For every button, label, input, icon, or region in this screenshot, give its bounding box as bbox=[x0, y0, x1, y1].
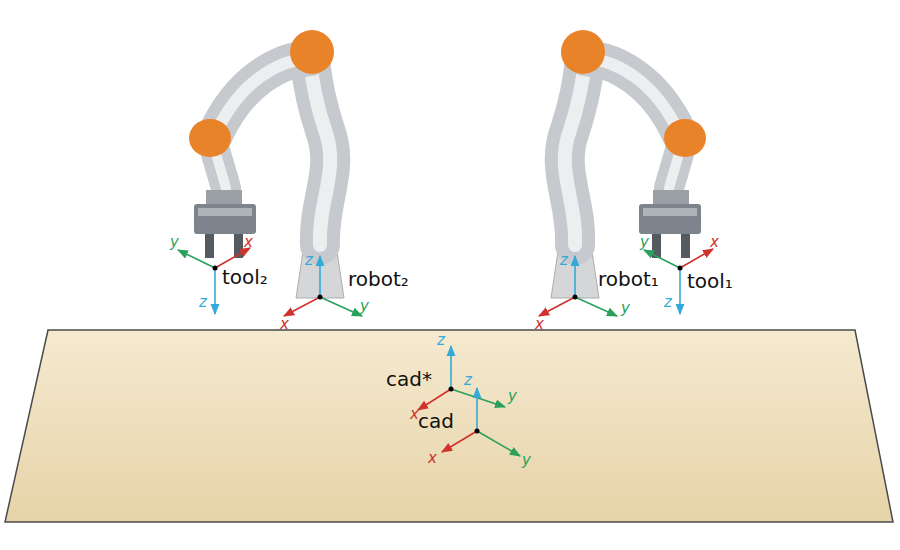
robot-arm bbox=[551, 30, 706, 298]
axis-label: z bbox=[560, 252, 568, 269]
axis-label: z bbox=[305, 252, 313, 269]
axis-label: x bbox=[280, 316, 289, 333]
axis-label: x bbox=[535, 316, 544, 333]
frame-label: tool₁ bbox=[687, 270, 733, 292]
table bbox=[5, 330, 893, 522]
axis-label: x bbox=[410, 406, 419, 423]
axis-label: x bbox=[244, 234, 253, 251]
axis-label: y bbox=[621, 300, 630, 317]
axis-label: z bbox=[464, 372, 472, 389]
axis-label: x bbox=[710, 234, 719, 251]
axis-label: y bbox=[640, 234, 649, 251]
axis-label: y bbox=[170, 234, 179, 251]
frame-label: cad bbox=[418, 410, 454, 432]
axis-label: y bbox=[360, 298, 369, 315]
axis-label: y bbox=[522, 452, 531, 469]
frame-label: robot₁ bbox=[598, 268, 659, 290]
frame-label: robot₂ bbox=[348, 268, 409, 290]
axis-label: z bbox=[664, 294, 672, 311]
robot-arm bbox=[189, 30, 344, 298]
frame-label: tool₂ bbox=[222, 266, 268, 288]
axis-label: x bbox=[428, 450, 437, 467]
axis-label: z bbox=[199, 294, 207, 311]
axis-label: y bbox=[508, 388, 517, 405]
axis-label: z bbox=[437, 332, 445, 349]
frame-label: cad* bbox=[386, 368, 432, 390]
